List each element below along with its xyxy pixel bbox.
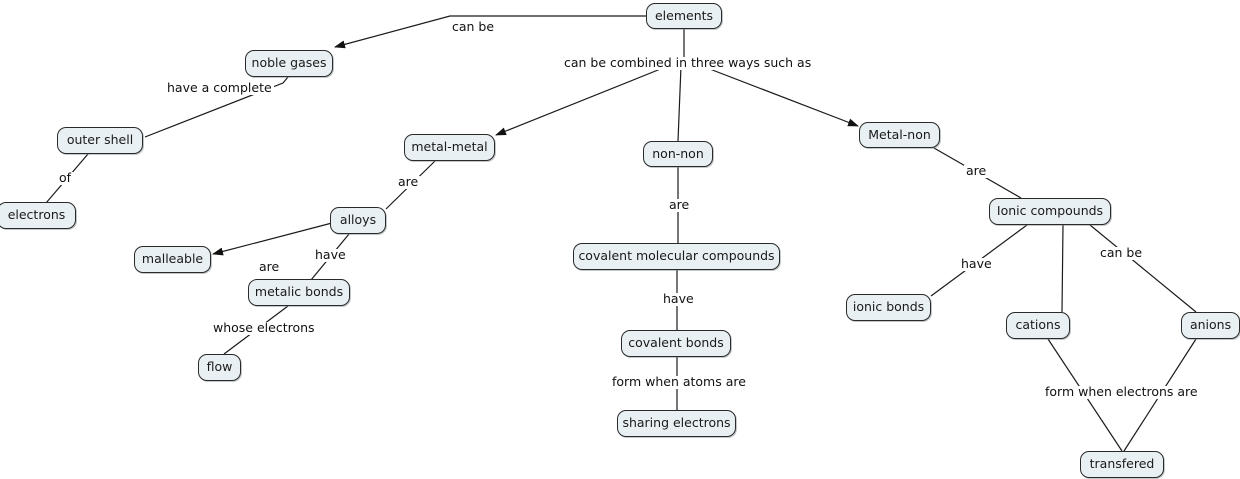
concept-node-label: outer shell — [66, 132, 134, 148]
concept-node-transfered[interactable]: transfered — [1080, 451, 1164, 478]
concept-node-ionicbonds[interactable]: ionic bonds — [846, 294, 931, 321]
concept-node-label: electrons — [7, 207, 66, 223]
concept-node-alloys[interactable]: alloys — [330, 207, 386, 234]
edge-label-lbl-can-be: can be — [450, 19, 497, 34]
concept-node-covmol[interactable]: covalent molecular compounds — [573, 243, 780, 270]
concept-node-covbonds[interactable]: covalent bonds — [621, 330, 731, 357]
edge-label-lbl-can-be-ions: can be — [1098, 245, 1145, 260]
edge-label-lbl-are-ionic: are — [964, 163, 989, 178]
concept-node-label: non-non — [652, 145, 704, 161]
concept-node-label: flow — [206, 359, 233, 375]
edge-label-lbl-form-atoms: form when atoms are — [610, 374, 748, 389]
edge-label-lbl-whose: whose electrons — [211, 320, 317, 335]
edge-label-lbl-combined: can be combined in three ways such as — [562, 55, 814, 70]
edge-label-lbl-have-covbonds: have — [661, 291, 696, 306]
concept-node-electrons[interactable]: electrons — [0, 202, 76, 229]
concept-node-ionic[interactable]: Ionic compounds — [989, 198, 1111, 225]
edge-line-l-elements-mn — [701, 65, 859, 127]
edge-label-lbl-are-covmol: are — [667, 197, 692, 212]
concept-node-label: metal-metal — [411, 139, 488, 155]
concept-node-metalic[interactable]: metalic bonds — [248, 279, 350, 306]
concept-node-label: covalent molecular compounds — [578, 248, 775, 264]
concept-node-label: anions — [1189, 317, 1232, 333]
edge-line-l-elements-nn — [677, 65, 682, 142]
edge-label-lbl-have-complete: have a complete — [165, 80, 274, 95]
concept-node-label: metalic bonds — [254, 284, 344, 300]
concept-node-sharing[interactable]: sharing electrons — [617, 410, 736, 437]
concept-node-elements[interactable]: elements — [646, 3, 722, 29]
concept-node-label: malleable — [141, 251, 204, 267]
concept-node-label: elements — [654, 7, 714, 23]
concept-node-label: cations — [1015, 317, 1061, 333]
edge-label-lbl-form-electrons: form when electrons are — [1043, 384, 1200, 399]
concept-node-outer[interactable]: outer shell — [57, 127, 143, 154]
concept-node-label: sharing electrons — [622, 415, 731, 431]
concept-node-metalmetal[interactable]: metal-metal — [404, 134, 495, 161]
concept-node-label: noble gases — [251, 55, 327, 71]
edge-label-lbl-have-metalic: have — [313, 247, 348, 262]
edge-label-lbl-of: of — [57, 170, 74, 185]
edge-label-lbl-are-alloys: are — [396, 174, 421, 189]
edge-line-l-elements-canbe — [334, 15, 686, 49]
concept-node-noble[interactable]: noble gases — [245, 50, 333, 77]
concept-node-label: ionic bonds — [852, 299, 925, 315]
concept-node-metalnon[interactable]: Metal-non — [859, 122, 940, 148]
edge-line-l-elements-mm — [495, 65, 669, 136]
edge-label-lbl-have-ionic: have — [959, 256, 994, 271]
concept-node-label: Metal-non — [868, 126, 931, 142]
concept-node-label: covalent bonds — [628, 335, 724, 351]
edge-label-lbl-are-malleable: are — [257, 259, 282, 274]
edge-line-l-alloys-malleable — [212, 222, 333, 256]
edge-line-l-noble-outer — [144, 76, 289, 138]
edge-line-l-ionic-cations — [1061, 224, 1064, 313]
concept-node-label: alloys — [339, 212, 377, 228]
concept-node-anions[interactable]: anions — [1181, 312, 1240, 339]
concept-node-flow[interactable]: flow — [198, 354, 241, 381]
concept-node-label: transfered — [1089, 456, 1155, 472]
concept-node-cations[interactable]: cations — [1006, 312, 1070, 339]
edge-line-l-ionic-anions — [1089, 224, 1197, 313]
concept-node-malleable[interactable]: malleable — [134, 246, 211, 273]
concept-node-label: Ionic compounds — [996, 203, 1104, 219]
concept-node-nonnon[interactable]: non-non — [643, 141, 713, 167]
